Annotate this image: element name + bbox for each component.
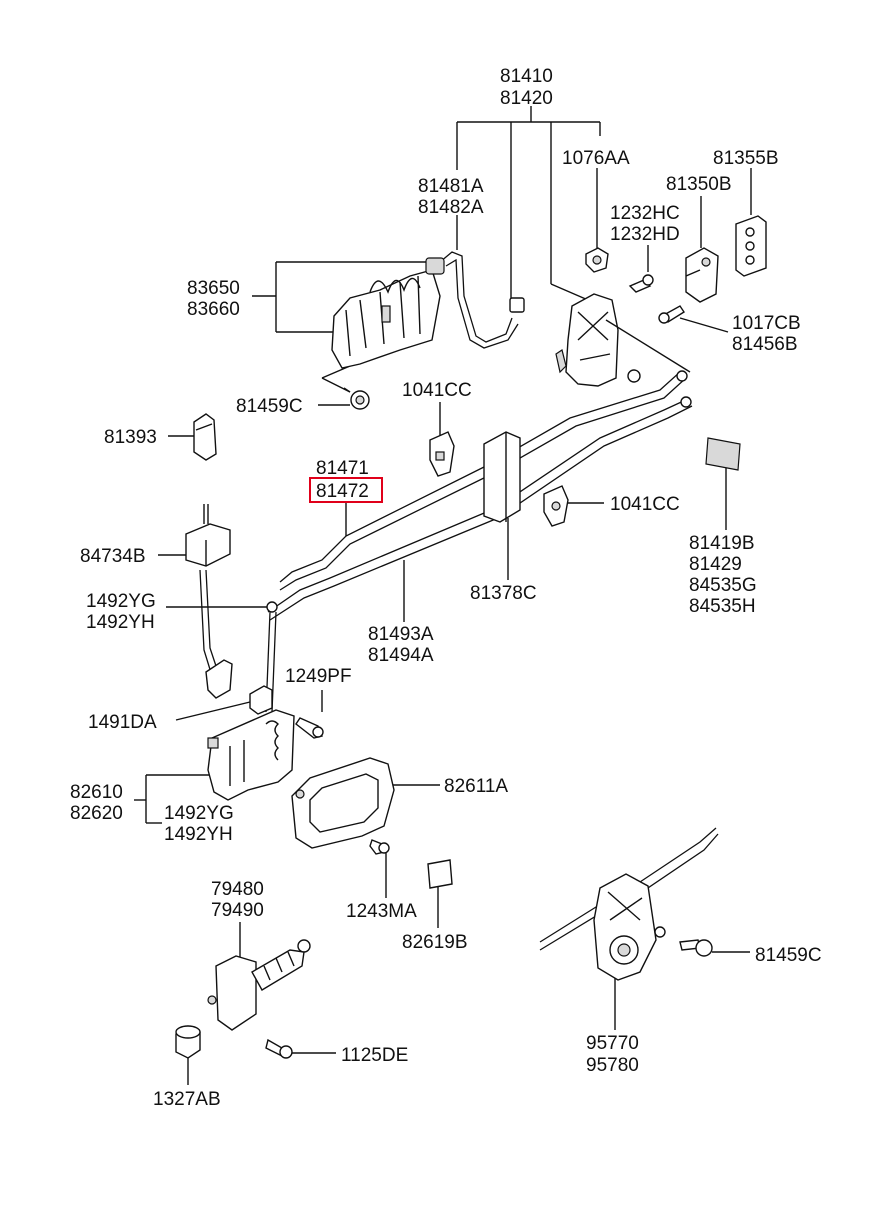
leader-lines [134,106,752,1085]
label-1243ma[interactable]: 1243MA [346,901,417,922]
screw-1243ma [369,839,390,855]
label-81410[interactable]: 81410 [500,66,553,87]
label-1041cc-right[interactable]: 1041CC [610,494,680,515]
label-82620[interactable]: 82620 [70,803,123,824]
plate-81355b [735,215,767,277]
door-latch-81410 [509,293,692,408]
label-81493a[interactable]: 81493A [368,624,434,645]
label-81494a[interactable]: 81494A [368,645,434,666]
label-95780[interactable]: 95780 [586,1055,639,1076]
screw-1232hc [628,274,654,293]
lock-knob-84734b [185,504,231,567]
label-84535h[interactable]: 84535H [689,596,756,617]
label-81471[interactable]: 81471 [316,458,369,479]
outside-handle-83650 [331,257,445,369]
label-95770[interactable]: 95770 [586,1033,639,1054]
label-1327ab[interactable]: 1327AB [153,1089,221,1110]
screw-1017cb [658,305,685,324]
label-1491da[interactable]: 1491DA [88,712,157,733]
label-81481a[interactable]: 81481A [418,176,484,197]
bolt-1125de [265,1038,293,1059]
inside-handle-82610 [207,709,295,801]
label-81420[interactable]: 81420 [500,88,553,109]
label-81472[interactable]: 81472 [316,481,369,502]
label-82619b[interactable]: 82619B [402,932,468,953]
label-81482a[interactable]: 81482A [418,197,484,218]
part-labels: 81410 81420 1076AA 81355B 81350B 81481A … [70,66,822,1110]
label-81456b[interactable]: 81456B [732,334,798,355]
striker-81350b [685,247,719,303]
label-81419b[interactable]: 81419B [689,533,755,554]
label-1492yg-bottom[interactable]: 1492YG [164,803,234,824]
label-84535g[interactable]: 84535G [689,575,757,596]
label-1017cb[interactable]: 1017CB [732,313,801,334]
clip-1041cc-top [429,431,455,477]
cap-81393 [193,413,217,461]
label-82611a[interactable]: 82611A [444,776,508,797]
label-82610[interactable]: 82610 [70,782,123,803]
label-1125de[interactable]: 1125DE [341,1045,408,1066]
door-checker-79480 [207,939,311,1031]
nut-1076aa [585,247,609,273]
label-81350b[interactable]: 81350B [666,174,732,195]
nut-1327ab [175,1025,201,1059]
label-83660[interactable]: 83660 [187,299,240,320]
label-1492yh-bottom[interactable]: 1492YH [164,824,233,845]
label-1492yh-top[interactable]: 1492YH [86,612,155,633]
screw-1249pf [295,717,324,739]
label-1249pf[interactable]: 1249PF [285,666,352,687]
bolt-81459c-bottom [679,939,713,957]
label-1076aa[interactable]: 1076AA [562,148,630,169]
bezel-82611a [291,757,395,849]
clip-1041cc-right [543,485,569,527]
label-1041cc-top[interactable]: 1041CC [402,380,472,401]
pad-81419b [705,437,741,471]
rear-latch-95770 [593,873,666,981]
label-1232hc[interactable]: 1232HC [610,203,680,224]
cables [199,251,719,951]
pad-82619b [427,859,453,889]
label-79490[interactable]: 79490 [211,900,264,921]
clip-1492yg-top [266,601,278,613]
label-81459c-top[interactable]: 81459C [236,396,303,417]
parts [175,215,767,1059]
screw-81459c-top [343,387,370,410]
clip-1491da [249,685,273,715]
label-79480[interactable]: 79480 [211,879,264,900]
highlight-box-81472 [309,477,383,503]
label-81378c[interactable]: 81378C [470,583,537,604]
label-81429[interactable]: 81429 [689,554,742,575]
label-1492yg-top[interactable]: 1492YG [86,591,156,612]
label-81459c-bottom[interactable]: 81459C [755,945,822,966]
lock-link [205,659,233,699]
guide-block-81378c [483,431,521,523]
label-84734b[interactable]: 84734B [80,546,146,567]
label-83650[interactable]: 83650 [187,278,240,299]
label-81355b[interactable]: 81355B [713,148,779,169]
label-81393[interactable]: 81393 [104,427,157,448]
label-1232hd[interactable]: 1232HD [610,224,680,245]
